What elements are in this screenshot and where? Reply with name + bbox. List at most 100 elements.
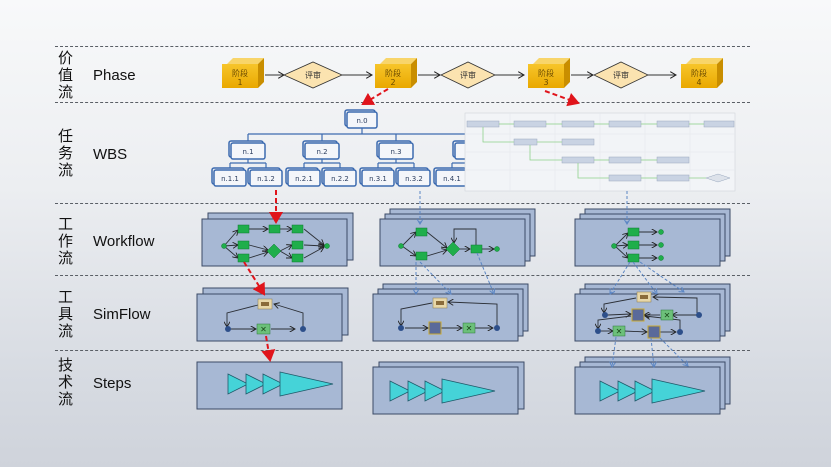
steps-diagram-3	[599, 378, 706, 404]
svg-text:✕: ✕	[616, 327, 623, 336]
highlight-arrow	[544, 90, 580, 107]
svg-text:✕: ✕	[466, 324, 473, 333]
workflow-diagram-3	[614, 232, 657, 258]
stage-3: 阶段 3	[528, 58, 570, 88]
simflow-diagram-3	[598, 297, 698, 332]
step-triangle	[651, 378, 706, 404]
stage-2: 阶段 2	[375, 58, 417, 88]
workflow-nodes-1	[221, 224, 330, 263]
wbs-node-label: n.4.1	[443, 175, 461, 183]
label-char: 任	[58, 127, 74, 145]
steps-diagrams	[227, 371, 706, 404]
wbs-node-label: n.1.1	[221, 175, 239, 183]
simflow-nodes-3: ✕ ✕	[595, 291, 702, 339]
wbs-node-label: n.0	[356, 117, 367, 125]
stage-label: 阶段	[691, 68, 707, 78]
stage-number: 1	[237, 78, 242, 87]
row-label-work-flow: 工 作 流	[58, 216, 78, 267]
step-triangle	[227, 373, 249, 395]
label-char: 具	[58, 305, 74, 323]
row-label-value-flow: 价 值 流	[58, 50, 78, 101]
simflow-diagram-2	[401, 302, 498, 328]
label-char: 流	[58, 249, 74, 267]
wbs-node-label: n.2.1	[295, 175, 313, 183]
highlight-path	[243, 190, 283, 362]
wbs-node-label: n.3.2	[405, 175, 423, 183]
row-label-steps: Steps	[93, 375, 132, 392]
review-1: 评审	[283, 61, 343, 89]
wbs-node-level2: n.1.1	[211, 167, 247, 187]
stage-number: 4	[696, 78, 701, 87]
stage-number: 3	[543, 78, 548, 87]
step-triangle	[617, 380, 639, 402]
wbs-node-label: n.1.2	[257, 175, 275, 183]
wbs-node-level2: n.2.1	[285, 167, 321, 187]
simflow-diagram-1	[227, 304, 304, 329]
solver-icon	[612, 325, 626, 337]
step-triangle	[245, 373, 267, 395]
workflow-diagram-2	[401, 228, 494, 256]
label-char: 工	[58, 215, 74, 233]
step-triangle	[424, 380, 446, 402]
label-char: 流	[58, 322, 74, 340]
row-label-task-flow: 任 务 流	[58, 128, 78, 179]
wbs-node-label: n.3	[390, 148, 401, 156]
label-char: 工	[58, 288, 74, 306]
workflow-nodes-3	[611, 227, 664, 263]
workflow-panel-2	[379, 208, 536, 267]
row-label-wbs: WBS	[93, 146, 128, 163]
label-char: 术	[58, 373, 74, 391]
label-char: 流	[58, 83, 74, 101]
row-label-phase: Phase	[93, 67, 136, 84]
row-divider	[55, 350, 750, 351]
steps-diagram-1	[227, 371, 334, 397]
step-triangle	[407, 380, 429, 402]
wbs-node-level2: n.3.2	[395, 167, 431, 187]
script-icon	[647, 325, 661, 339]
review-label: 评审	[613, 70, 629, 80]
wbs-node-label: n.1	[242, 148, 253, 156]
review-3: 评审	[593, 61, 649, 89]
simflow-nodes-1: ✕	[225, 298, 306, 335]
row-label-tool-flow: 工 具 流	[58, 289, 78, 340]
label-char: 流	[58, 161, 74, 179]
review-label: 评审	[305, 70, 321, 80]
wbs-node-level2: n.3.1	[359, 167, 395, 187]
label-char: 流	[58, 390, 74, 408]
step-triangle	[262, 373, 284, 395]
review-label: 评审	[460, 70, 476, 80]
label-char: 务	[58, 144, 74, 162]
wbs-node-label: n.3.1	[369, 175, 387, 183]
script-icon	[631, 308, 645, 322]
step-triangle	[634, 380, 656, 402]
wbs-node-level1: n.3	[376, 140, 414, 160]
row-label-tech-flow: 技 术 流	[58, 357, 78, 408]
steps-diagram-2	[389, 378, 496, 404]
wbs-node-level2: n.2.2	[321, 167, 357, 187]
step-triangle	[279, 371, 334, 397]
simflow-panel-2	[372, 283, 529, 342]
label-char: 价	[58, 49, 74, 67]
simflow-nodes-2: ✕	[398, 297, 500, 335]
workflow-panel-1	[201, 212, 354, 267]
stage-1: 阶段 1	[222, 58, 264, 88]
stage-4: 阶段 4	[681, 58, 723, 88]
svg-text:✕: ✕	[260, 325, 267, 334]
stage-label: 阶段	[232, 68, 248, 78]
wbs-node-level1: n.2	[302, 140, 340, 160]
label-char: 值	[58, 66, 74, 84]
wbs-node-level2: n.1.2	[247, 167, 283, 187]
wbs-tree: n.0n.1n.2n.3n.4n.1.1n.1.2n.2.1n.2.2n.3.1…	[211, 109, 505, 187]
row-divider	[55, 275, 750, 276]
solver-icon	[660, 309, 674, 321]
wbs-node-label: n.2	[316, 148, 327, 156]
wbs-node-root: n.0	[344, 109, 378, 129]
review-2: 评审	[440, 61, 496, 89]
row-label-workflow: Workflow	[93, 233, 155, 250]
row-divider	[55, 102, 750, 103]
simflow-panel-1	[196, 287, 349, 342]
step-triangle	[441, 378, 496, 404]
script-icon	[428, 321, 442, 335]
workflow-panel-3	[574, 208, 731, 267]
wbs-node-level2: n.4.1	[433, 167, 469, 187]
